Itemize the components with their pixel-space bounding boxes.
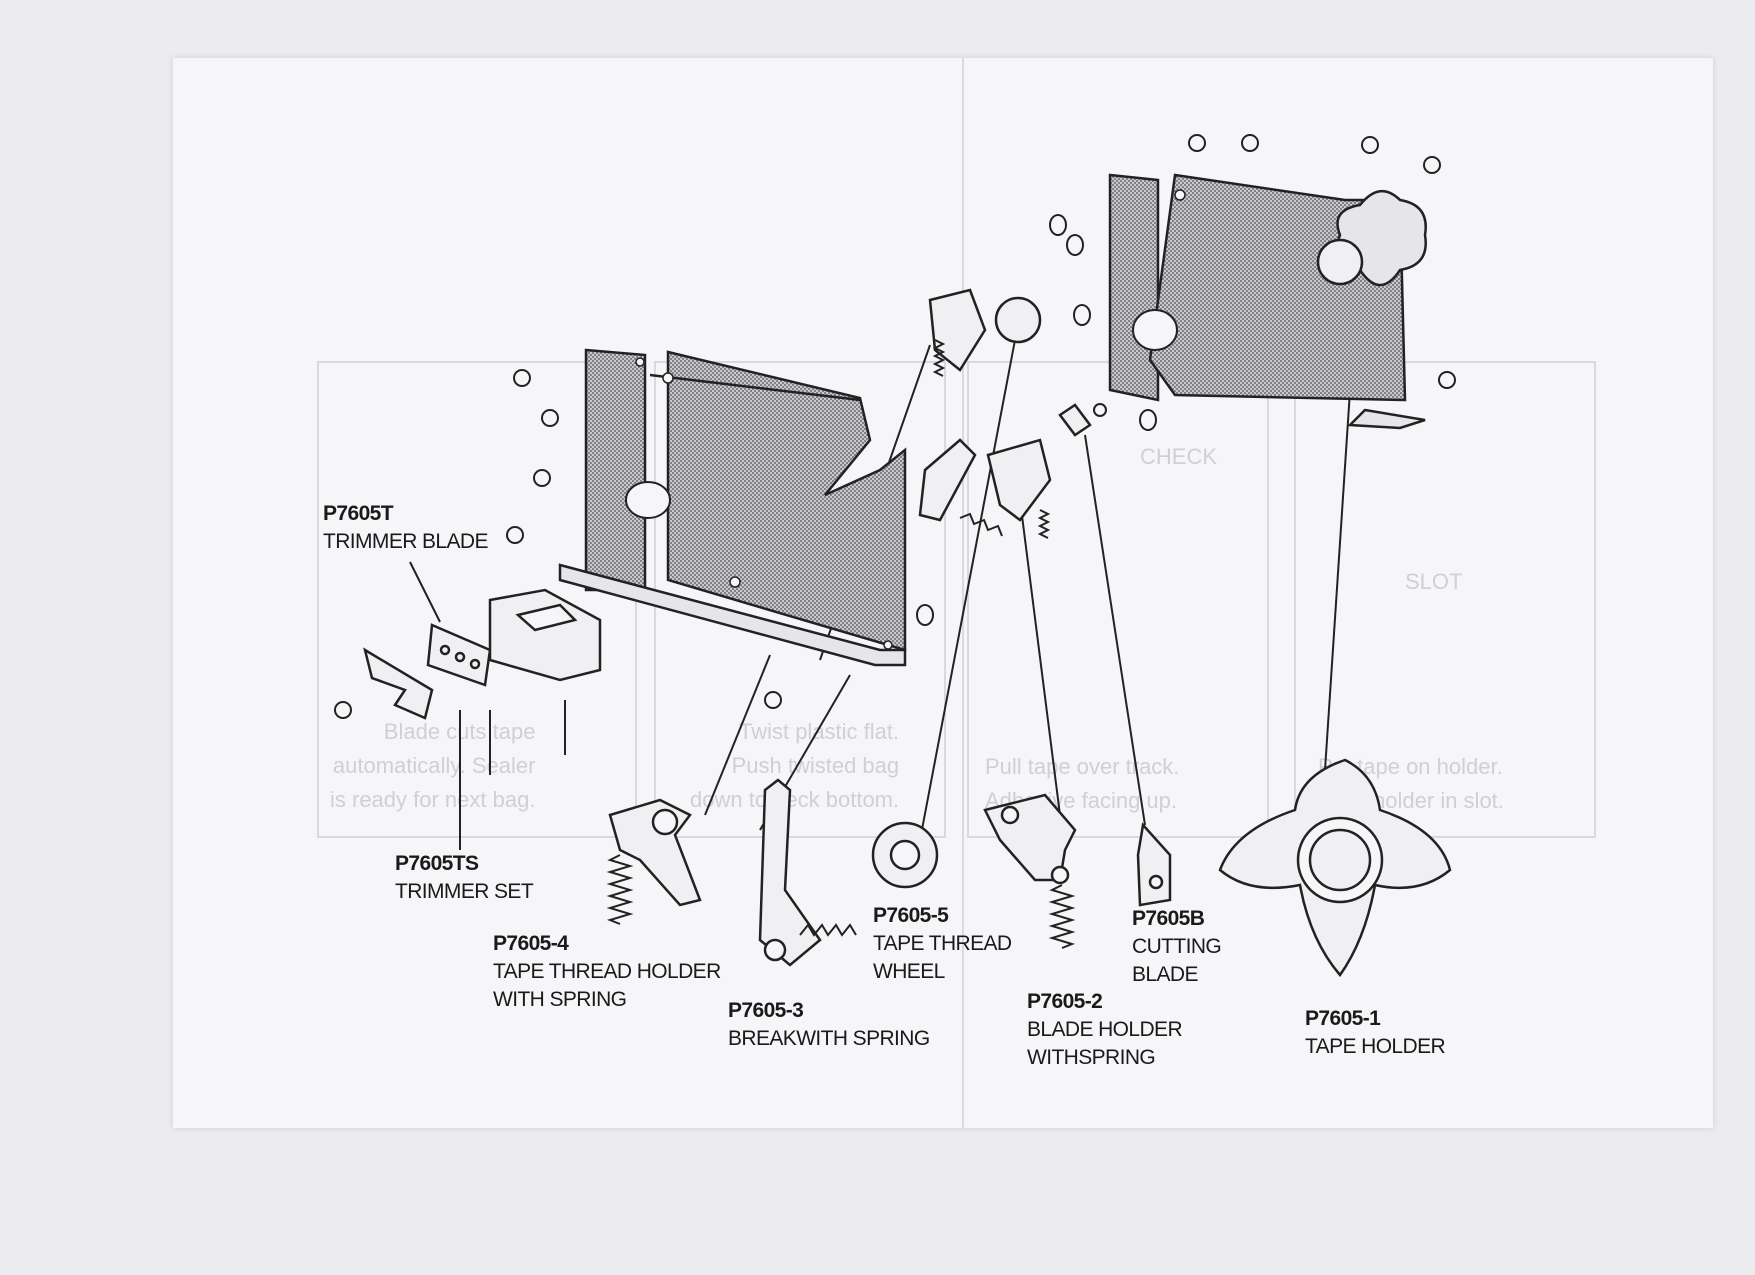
part-desc: TRIMMER SET <box>395 880 534 903</box>
tape-holder-part <box>1218 758 1452 978</box>
label-trimmer-set: P7605TS TRIMMER SET <box>395 850 534 906</box>
blade-holder-part <box>983 793 1077 885</box>
part-code: P7605-3 <box>728 999 804 1022</box>
label-tape-holder: P7605-1 TAPE HOLDER <box>1305 1005 1446 1061</box>
part-desc: WITH SPRING <box>493 988 627 1011</box>
part-code: P7605T <box>323 502 394 525</box>
part-desc: BLADE HOLDER <box>1027 1018 1183 1041</box>
break-spring <box>799 923 857 937</box>
label-cutting-blade: P7605B CUTTING BLADE <box>1132 905 1222 989</box>
tape-holder-knob-top <box>1316 190 1427 287</box>
part-desc: BLADE <box>1132 963 1198 986</box>
label-trimmer-blade: P7605T TRIMMER BLADE <box>323 500 488 556</box>
label-tape-thread-wheel: P7605-5 TAPE THREAD WHEEL <box>873 902 1012 986</box>
springs-upper <box>932 339 1051 539</box>
left-mounting-plate <box>558 348 907 667</box>
spacers <box>916 214 1157 626</box>
part-desc: TRIMMER BLADE <box>323 530 488 553</box>
ghost-text-check: CHECK <box>1140 444 1218 469</box>
label-blade-holder: P7605-2 BLADE HOLDER WITHSPRING <box>1027 988 1183 1072</box>
blade-holder-spring <box>1048 884 1076 949</box>
tape-thread-holder-part <box>608 798 702 907</box>
upper-small-parts <box>918 288 1092 522</box>
part-code: P7605TS <box>395 852 479 875</box>
screws-left <box>334 369 782 719</box>
part-desc: WITHSPRING <box>1027 1046 1156 1069</box>
label-tape-thread-holder: P7605-4 TAPE THREAD HOLDER WITH SPRING <box>493 930 721 1014</box>
break-part <box>758 778 822 967</box>
part-desc: BREAKWITH SPRING <box>728 1027 930 1050</box>
part-desc: TAPE THREAD <box>873 932 1012 955</box>
part-code: P7605B <box>1132 907 1205 930</box>
manual-page <box>173 58 1713 1128</box>
part-code: P7605-5 <box>873 904 949 927</box>
ghost-text-slot: SLOT <box>1405 569 1463 594</box>
part-code: P7605-2 <box>1027 990 1103 1013</box>
tape-thread-wheel-part <box>871 821 939 889</box>
page-fold <box>962 58 964 1128</box>
part-desc: CUTTING <box>1132 935 1222 958</box>
part-code: P7605-1 <box>1305 1007 1381 1030</box>
cutting-blade-part <box>1136 822 1172 907</box>
part-desc: TAPE THREAD HOLDER <box>493 960 721 983</box>
ghost-text-pull-tape: Pull tape over track.Adhesive facing up. <box>985 754 1180 813</box>
label-break-with-spring: P7605-3 BREAKWITH SPRING <box>728 997 930 1053</box>
part-desc: WHEEL <box>873 960 945 983</box>
tape-thread-holder-spring <box>606 854 634 925</box>
screws-right <box>1093 134 1456 417</box>
trimmer-parts <box>363 588 602 720</box>
part-code: P7605-4 <box>493 932 569 955</box>
part-desc: TAPE HOLDER <box>1305 1035 1446 1058</box>
